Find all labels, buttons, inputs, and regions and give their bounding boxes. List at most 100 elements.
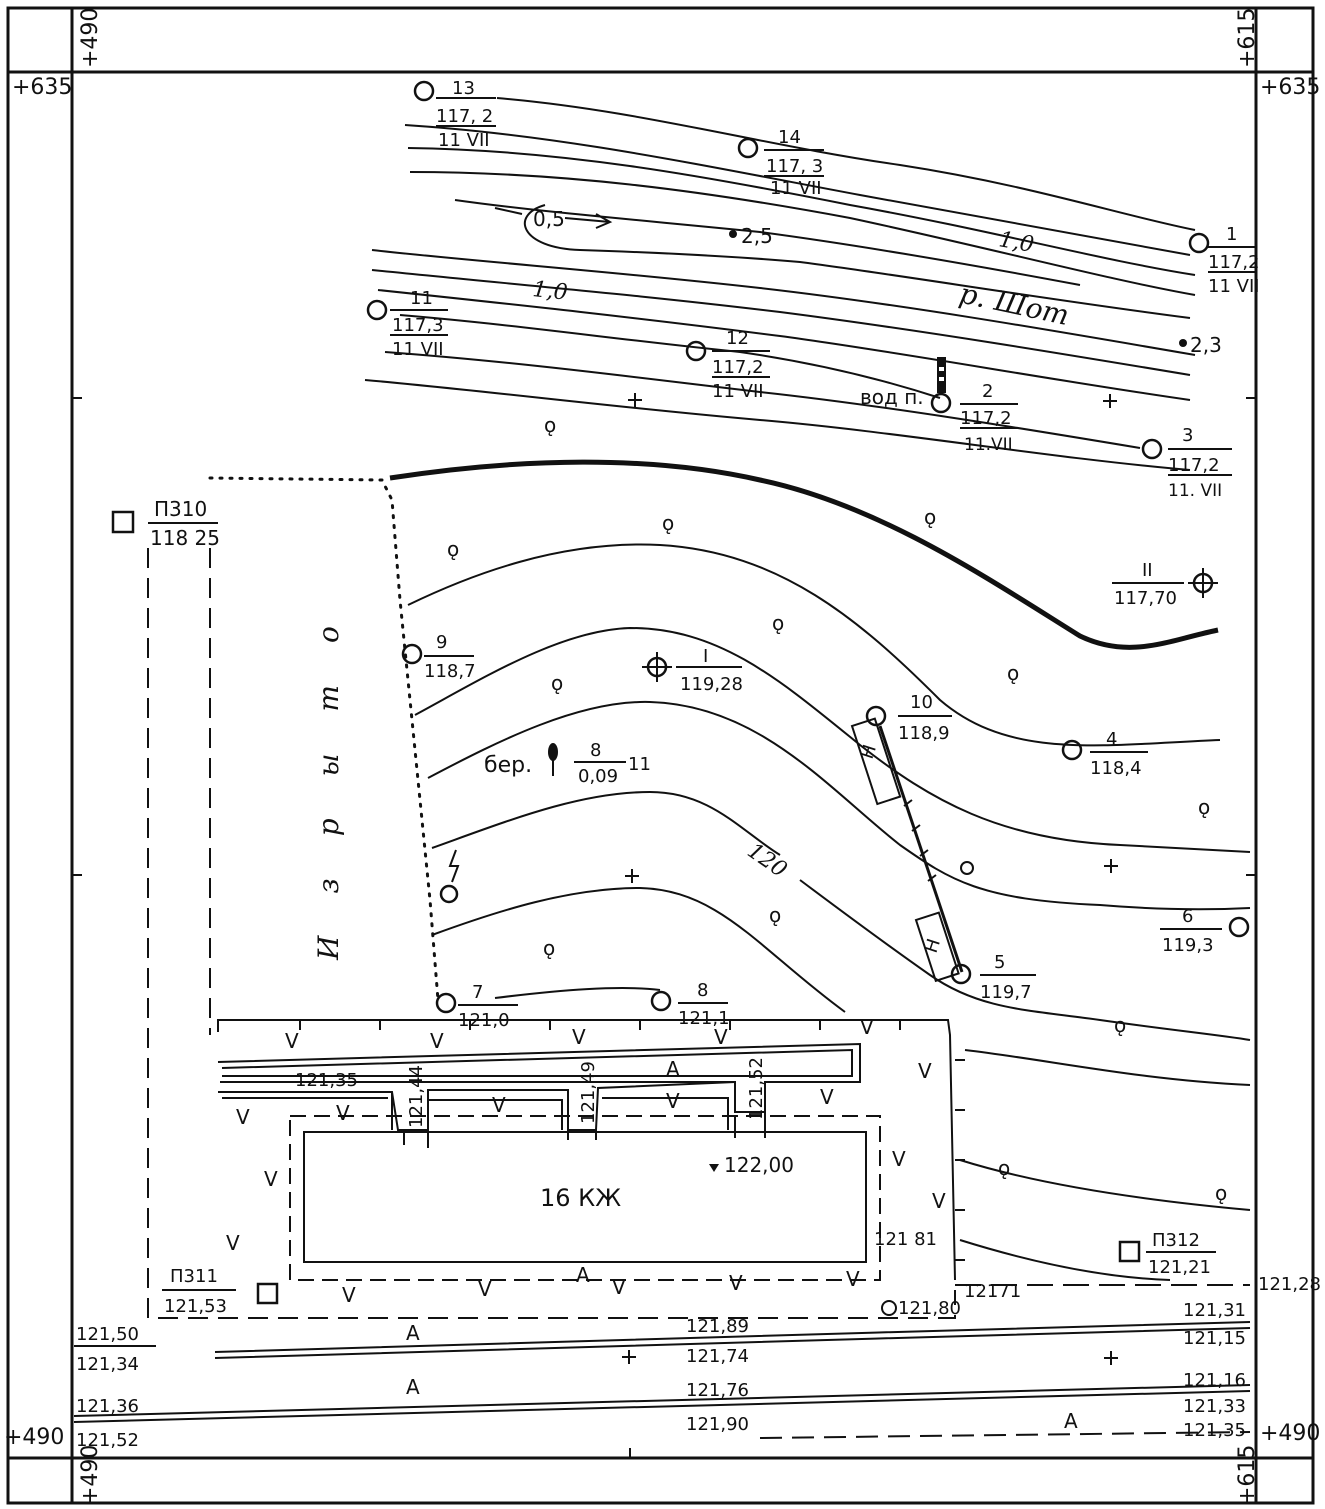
meadow-symbol: ǫ (1198, 795, 1210, 819)
svg-text:117, 3: 117, 3 (766, 156, 823, 177)
roads (73, 1321, 1251, 1439)
depth-label: 1,0 (531, 277, 568, 306)
road-surface-mark: А (406, 1375, 420, 1399)
svg-text:бер.: бер. (484, 753, 532, 778)
svg-text:14: 14 (778, 127, 801, 148)
elev-label: 121,36 (76, 1396, 139, 1417)
svg-text:11 VII: 11 VII (1208, 276, 1260, 297)
coord-right-bottom: +490 (1260, 1421, 1320, 1446)
svg-text:V: V (714, 1025, 728, 1049)
asphalt-mark: А (576, 1263, 590, 1287)
spot-circle (881, 1300, 897, 1316)
svg-text:V: V (336, 1101, 350, 1125)
svg-text:11 VII: 11 VII (438, 130, 490, 151)
svg-text:121,0: 121,0 (458, 1010, 510, 1031)
depth-label: 1,0 (997, 227, 1036, 258)
svg-text:119,28: 119,28 (680, 674, 743, 695)
svg-text:119,3: 119,3 (1162, 935, 1214, 956)
porch-elev: 121,52 (746, 1057, 767, 1120)
svg-text:V: V (612, 1275, 626, 1299)
svg-text:П312: П312 (1152, 1230, 1200, 1251)
meadow-symbol: ǫ (551, 671, 563, 695)
svg-text:V: V (918, 1059, 932, 1083)
svg-text:V: V (846, 1267, 860, 1291)
svg-text:V: V (285, 1029, 299, 1053)
elev-label: 121,50 (76, 1324, 139, 1345)
grid-crosses (622, 393, 1118, 1365)
spot-height-icon (709, 1164, 719, 1172)
flow-arrow (564, 213, 613, 229)
svg-text:1: 1 (1226, 224, 1237, 245)
svg-text:V: V (264, 1167, 278, 1191)
fence (147, 548, 956, 1319)
elev-label: 121,52 (76, 1430, 139, 1451)
river-isobaths (364, 97, 1196, 471)
svg-text:13: 13 (452, 78, 475, 99)
benchmark-p310: П310 118 25 (111, 497, 220, 550)
svg-text:II: II (1142, 560, 1153, 581)
svg-text:12: 12 (726, 328, 749, 349)
elev-label: 121,76 (686, 1380, 749, 1401)
svg-text:118 25: 118 25 (150, 526, 220, 550)
meadow-symbol: ǫ (772, 611, 784, 635)
svg-text:8: 8 (697, 980, 708, 1001)
water-point-14: 14 117, 3 11 VII (737, 127, 824, 199)
svg-text:11. VII: 11. VII (1168, 481, 1222, 501)
gauge-icon (937, 357, 946, 393)
meadow-symbol: ǫ (543, 936, 555, 960)
flow-arrow-tail (494, 207, 523, 215)
svg-text:П310: П310 (154, 497, 207, 521)
svg-text:2: 2 (982, 381, 993, 402)
svg-text:117,2: 117,2 (712, 357, 764, 378)
water-point-12: 12 117,2 11 VII (685, 328, 770, 402)
svg-text:119,7: 119,7 (980, 982, 1032, 1003)
elev-label: 121,80 (898, 1298, 961, 1319)
coord-left-bottom: +490 (4, 1425, 64, 1450)
svg-text:V: V (226, 1231, 240, 1255)
point-10: 10 118,9 (865, 692, 952, 744)
sounding-value: 2,5 (741, 224, 773, 248)
svg-text:117,3: 117,3 (392, 315, 444, 336)
svg-text:3: 3 (1182, 425, 1193, 446)
ramp-elev: 121,35 (295, 1070, 358, 1091)
elev-label: 121,34 (76, 1354, 139, 1375)
water-point-1: 1 117,2 11 VII (1188, 224, 1260, 297)
svg-text:V: V (572, 1025, 586, 1049)
depth-label: 0,5 (533, 207, 565, 231)
elev-label: 121,90 (686, 1414, 749, 1435)
contour-label-120: 120 (743, 838, 792, 883)
svg-text:V: V (236, 1105, 250, 1129)
point-7: 7 121,0 (435, 982, 518, 1031)
elev-label: 121,33 (1183, 1396, 1246, 1417)
porch-elev: 121,44 (406, 1065, 427, 1128)
road-surface-mark: А (406, 1321, 420, 1345)
svg-text:5: 5 (994, 952, 1005, 973)
sounding-dot (729, 230, 737, 238)
meadow-symbol: ǫ (1215, 1181, 1227, 1205)
meadow-symbol: ǫ (1114, 1013, 1126, 1037)
meadow-symbol: ǫ (998, 1156, 1010, 1180)
elev-label: 121,35 (1183, 1420, 1246, 1441)
svg-text:9: 9 (436, 632, 447, 653)
coord-top-right: +615 (1235, 8, 1260, 68)
map-frame (6, 6, 1315, 1505)
elev-label: 121,31 (1183, 1300, 1246, 1321)
sounding-dot (1179, 339, 1187, 347)
meadow-symbol: ǫ (924, 505, 936, 529)
coord-bottom-left: +490 (78, 1445, 103, 1505)
svg-text:V: V (478, 1277, 492, 1301)
asphalt-mark: А (666, 1057, 680, 1081)
svg-text:118,9: 118,9 (898, 723, 950, 744)
svg-text:V: V (729, 1271, 743, 1295)
svg-text:4: 4 (1106, 729, 1117, 750)
svg-text:11 VII: 11 VII (712, 381, 764, 402)
svg-text:117,2: 117,2 (1208, 252, 1260, 273)
svg-text:0,09: 0,09 (578, 766, 618, 787)
benchmark-p312: П312 121,21 (1118, 1230, 1216, 1278)
svg-text:121,21: 121,21 (1148, 1257, 1211, 1278)
svg-text:10: 10 (910, 692, 933, 713)
pit-label: Изрыто (312, 584, 345, 961)
svg-text:6: 6 (1182, 906, 1193, 927)
corner-elev: 121 81 (874, 1229, 937, 1250)
